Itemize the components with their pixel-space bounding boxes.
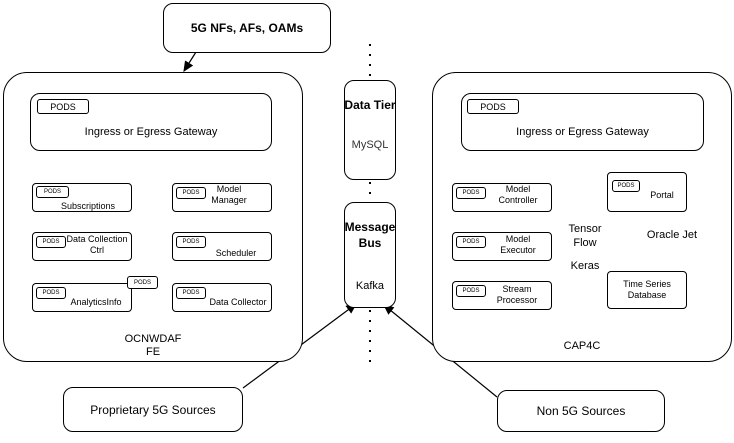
keras-label: Keras: [570, 260, 600, 272]
model-controller-label: Model Controller: [498, 184, 538, 206]
portal-service: [607, 172, 687, 212]
model-executor-pods: PODS: [456, 236, 486, 248]
scheduler-label: Scheduler: [215, 248, 257, 258]
message-bus-title: Message Bus: [344, 220, 396, 250]
subscriptions-pods: PODS: [36, 186, 69, 198]
data-tier-title: Data Tier: [344, 98, 396, 112]
portal-label: Portal: [650, 190, 674, 200]
oracle-jet-label: Oracle Jet: [646, 229, 698, 241]
analytics-info-extra-pods: PODS: [127, 276, 158, 289]
message-bus-tech: Kafka: [355, 280, 385, 292]
ocnwdaf-title: OCNWDAF FE: [124, 333, 182, 358]
cap4c-title: CAP4C: [563, 340, 601, 352]
model-executor-label: Model Executor: [500, 234, 536, 256]
arrow-to-ocnwdaf: [183, 51, 197, 73]
subscriptions-label: Subscriptions: [60, 201, 116, 211]
data-collection-ctrl-pods: PODS: [36, 236, 66, 248]
source-5g-nfs: 5G NFs, AFs, OAMs: [163, 3, 331, 53]
data-collector-label: Data Collector: [209, 297, 267, 307]
time-series-database: Time Series Database: [607, 271, 687, 309]
proprietary-5g-sources: Proprietary 5G Sources: [63, 387, 243, 432]
message-bus-box: [344, 202, 396, 308]
non-5g-sources: Non 5G Sources: [497, 390, 665, 432]
analytics-info-pods: PODS: [36, 287, 66, 299]
data-collector-pods: PODS: [176, 287, 206, 299]
data-tier-box: [344, 80, 396, 180]
analytics-info-label: AnalyticsInfo: [70, 297, 122, 307]
ocnwdaf-gateway-label: Ingress or Egress Gateway: [84, 126, 218, 138]
model-controller-pods: PODS: [456, 187, 486, 199]
tensorflow-label: Tensor Flow: [568, 223, 602, 249]
cap4c-gateway-label: Ingress or Egress Gateway: [516, 126, 649, 138]
stream-processor-pods: PODS: [456, 285, 486, 297]
stream-processor-label: Stream Processor: [496, 284, 538, 306]
model-manager-pods: PODS: [176, 187, 206, 199]
scheduler-pods: PODS: [176, 236, 206, 248]
cap4c-gateway-pods: PODS: [467, 99, 519, 114]
data-collection-ctrl-label: Data Collection Ctrl: [66, 234, 128, 256]
portal-pods: PODS: [612, 180, 640, 192]
ocnwdaf-gateway-pods: PODS: [37, 99, 89, 114]
data-tier-tech: MySQL: [351, 139, 389, 151]
model-manager-label: Model Manager: [211, 184, 247, 206]
